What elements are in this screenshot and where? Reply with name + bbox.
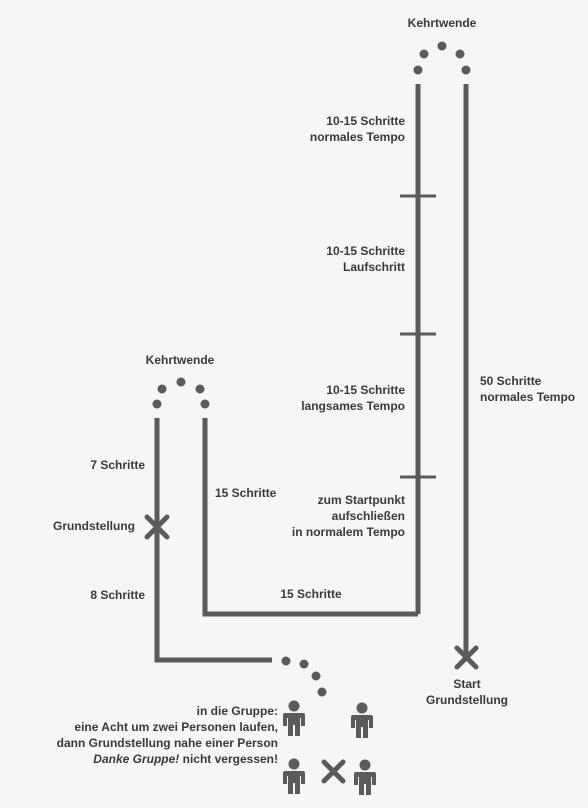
inner-right-label: 15 Schritte	[215, 486, 277, 500]
dot-icon	[419, 49, 429, 59]
start-x-mark-icon	[454, 645, 479, 670]
person-icon	[354, 759, 376, 795]
dot-icon	[281, 656, 291, 666]
dot-icon	[176, 377, 186, 387]
segment-mid-label: 10-15 Schritte Laufschritt	[326, 244, 405, 274]
dot-icon	[455, 49, 465, 59]
kehrtwende-top-label: Kehrtwende	[407, 16, 477, 30]
start-label: Start Grundstellung	[426, 677, 508, 707]
dot-icon	[195, 384, 205, 394]
group-instruction-label: in die Gruppe: eine Acht um zwei Persone…	[56, 704, 278, 766]
person-icon	[351, 702, 373, 738]
dot-icon	[317, 687, 327, 697]
dot-icon	[461, 65, 471, 75]
segment-top-label: 10-15 Schritte normales Tempo	[309, 114, 405, 144]
close-up-label: zum Startpunkt aufschließen in normalem …	[291, 493, 405, 539]
person-icon	[283, 758, 305, 794]
dot-icon	[157, 384, 167, 394]
segment-low-label: 10-15 Schritte langsames Tempo	[301, 383, 405, 413]
dot-icon	[200, 399, 210, 409]
dot-icon	[437, 41, 447, 51]
right-route-label: 50 Schritte normales Tempo	[480, 374, 576, 404]
person-icon	[283, 700, 305, 736]
dot-icon	[413, 65, 423, 75]
bottom-label: 15 Schritte	[280, 587, 342, 601]
group-x-mark-icon	[321, 759, 346, 784]
dot-icon	[311, 671, 321, 681]
kehrtwende-left-label: Kehrtwende	[145, 353, 215, 367]
route-bottom-connection	[202, 418, 418, 617]
left-upper-label: 7 Schritte	[90, 458, 145, 472]
left-lower-label: 8 Schritte	[90, 588, 145, 602]
dot-icon	[299, 659, 309, 669]
dot-icon	[152, 399, 162, 409]
route-left	[154, 418, 272, 663]
grundstellung-x-mark-icon	[144, 514, 170, 540]
grundstellung-left-label: Grundstellung	[53, 519, 135, 533]
